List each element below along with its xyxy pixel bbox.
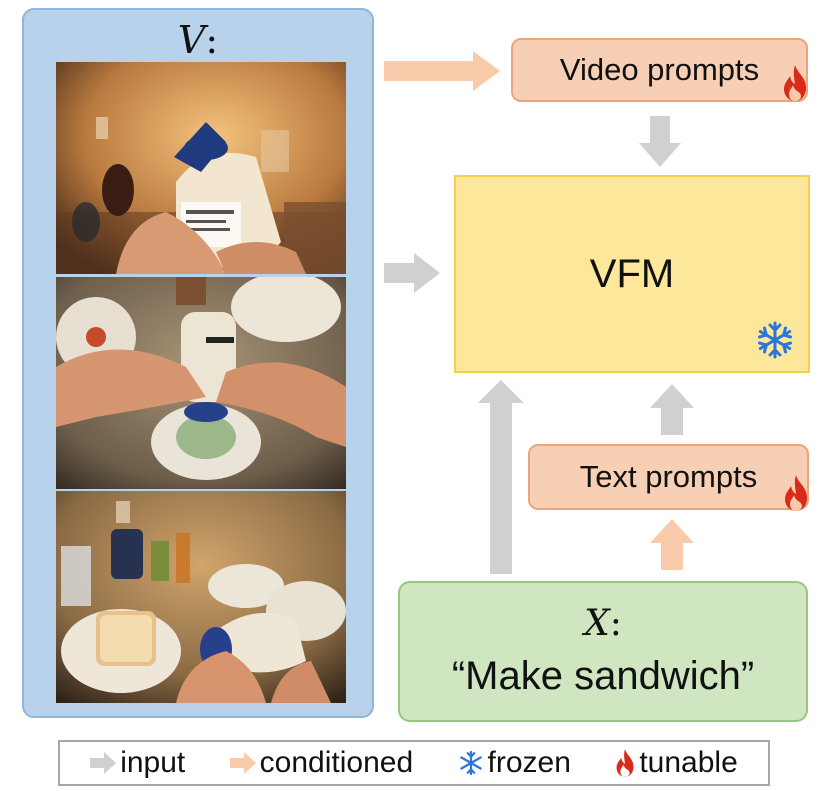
- fire-icon: [616, 749, 634, 777]
- instruction-var: X: [584, 602, 610, 644]
- fire-icon: [785, 475, 807, 511]
- fire-icon: [784, 65, 806, 101]
- arrow-video-to-video-prompts: [384, 51, 500, 91]
- video-frame-3: [56, 491, 346, 703]
- instruction-text: “Make sandwich”: [451, 653, 755, 698]
- arrow-video-prompts-to-vfm: [639, 116, 681, 167]
- video-frame-2: [56, 277, 346, 489]
- arrow-video-to-vfm: [384, 253, 440, 293]
- instruction-variable: X:: [584, 602, 622, 646]
- legend-frozen-label: frozen: [487, 746, 571, 779]
- legend-input-label: input: [120, 746, 186, 779]
- instruction-colon: :: [609, 602, 622, 644]
- arrow-right-icon: [229, 752, 256, 774]
- video-prompts-label: Video prompts: [559, 52, 760, 87]
- snowflake-icon: [758, 321, 792, 359]
- legend-conditioned: conditioned: [229, 746, 414, 780]
- video-colon: :: [205, 18, 219, 62]
- video-var: V: [177, 18, 206, 62]
- arrow-instruction-to-vfm: [478, 380, 524, 574]
- instruction-box: X: “Make sandwich”: [398, 581, 808, 722]
- text-prompts-box: Text prompts: [528, 444, 809, 510]
- vfm-label: VFM: [589, 251, 675, 296]
- vfm-box: VFM: [454, 175, 810, 373]
- legend-frozen: frozen: [458, 746, 571, 780]
- arrow-instruction-to-text-prompts: [650, 519, 694, 570]
- legend-conditioned-label: conditioned: [259, 746, 414, 779]
- arrow-right-icon: [90, 752, 117, 774]
- video-prompts-box: Video prompts: [511, 38, 808, 102]
- legend-input: input: [90, 746, 185, 780]
- legend-tunable: tunable: [615, 746, 738, 780]
- video-label: V:: [24, 18, 372, 62]
- snowflake-icon: [459, 750, 482, 776]
- legend: input conditioned frozen tunable: [58, 740, 770, 786]
- legend-tunable-label: tunable: [639, 746, 738, 779]
- video-panel: V:: [22, 8, 374, 718]
- video-frame-1: [56, 62, 346, 274]
- text-prompts-label: Text prompts: [579, 459, 758, 494]
- arrow-text-prompts-to-vfm: [650, 384, 694, 435]
